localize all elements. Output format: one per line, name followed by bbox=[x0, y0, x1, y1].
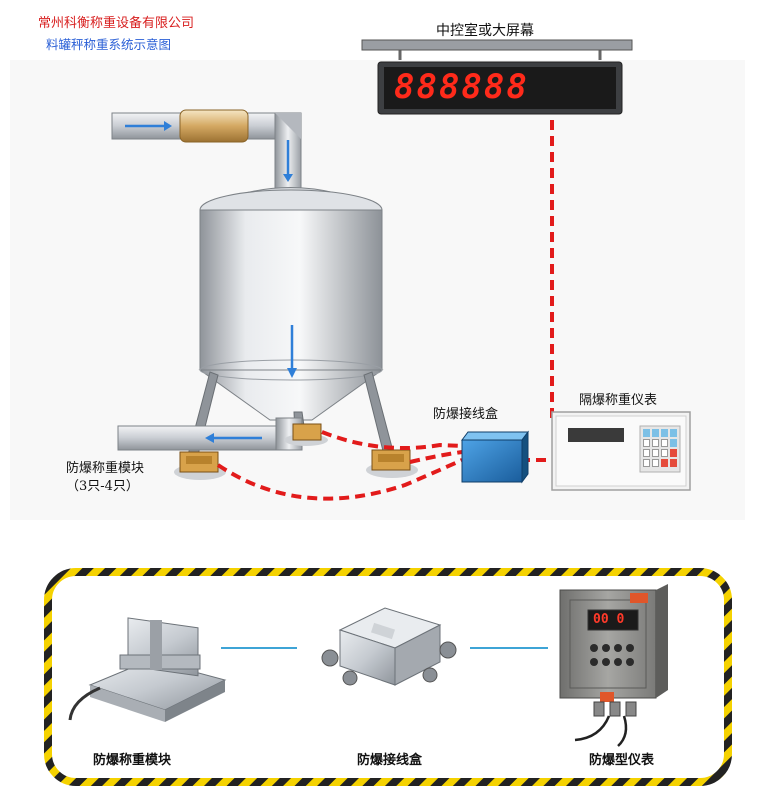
hopper-tank bbox=[187, 187, 395, 456]
flexible-joint bbox=[179, 109, 249, 143]
big-screen bbox=[361, 39, 633, 115]
warning-plate bbox=[630, 593, 648, 603]
keypad-key bbox=[643, 449, 650, 457]
instrument-keys bbox=[590, 644, 634, 666]
indicator-display bbox=[568, 428, 624, 442]
instrument-display-digits: 00 0 bbox=[593, 612, 625, 627]
keypad bbox=[643, 429, 679, 471]
junction-box-label: 防爆接线盒 bbox=[433, 407, 499, 422]
weighing-module bbox=[284, 423, 328, 446]
explosion-proof-instrument-photo bbox=[559, 584, 668, 747]
keypad-key bbox=[652, 449, 659, 457]
instrument-caption: 防爆型仪表 bbox=[589, 753, 655, 768]
instrument-display bbox=[587, 609, 639, 631]
keypad-key bbox=[661, 459, 668, 467]
keypad-key bbox=[643, 459, 650, 467]
outlet-pipe bbox=[117, 417, 303, 451]
weighing-module-photo bbox=[68, 617, 227, 722]
module-count: （3只-4只） bbox=[66, 479, 139, 494]
keypad-key bbox=[670, 459, 677, 467]
junction-box-photo bbox=[321, 607, 457, 686]
weighing-module bbox=[366, 449, 418, 478]
keypad-key bbox=[661, 449, 668, 457]
keypad-key bbox=[652, 459, 659, 467]
junction-box bbox=[461, 430, 529, 484]
diagram-subtitle: 料罐秤称重系统示意图 bbox=[46, 37, 172, 52]
module-caption: 防爆称重模块 bbox=[93, 753, 172, 768]
big-screen-label: 中控室或大屏幕 bbox=[436, 23, 534, 39]
components-panel bbox=[44, 568, 732, 786]
keypad-key bbox=[670, 439, 677, 447]
keypad-key bbox=[652, 439, 659, 447]
indicator-label: 隔爆称重仪表 bbox=[579, 393, 658, 408]
keypad-key bbox=[643, 429, 650, 437]
keypad-key bbox=[670, 449, 677, 457]
company-name: 常州科衡称重设备有限公司 bbox=[38, 16, 195, 31]
weighing-module bbox=[174, 451, 226, 480]
junction-box-caption: 防爆接线盒 bbox=[357, 753, 423, 768]
keypad-key bbox=[661, 439, 668, 447]
keypad-key bbox=[652, 429, 659, 437]
keypad-key bbox=[670, 429, 677, 437]
keypad-key bbox=[643, 439, 650, 447]
big-screen-digits: 888888 bbox=[394, 67, 529, 107]
system-diagram bbox=[111, 39, 691, 501]
keypad-key bbox=[661, 429, 668, 437]
module-label: 防爆称重模块 bbox=[66, 461, 145, 476]
